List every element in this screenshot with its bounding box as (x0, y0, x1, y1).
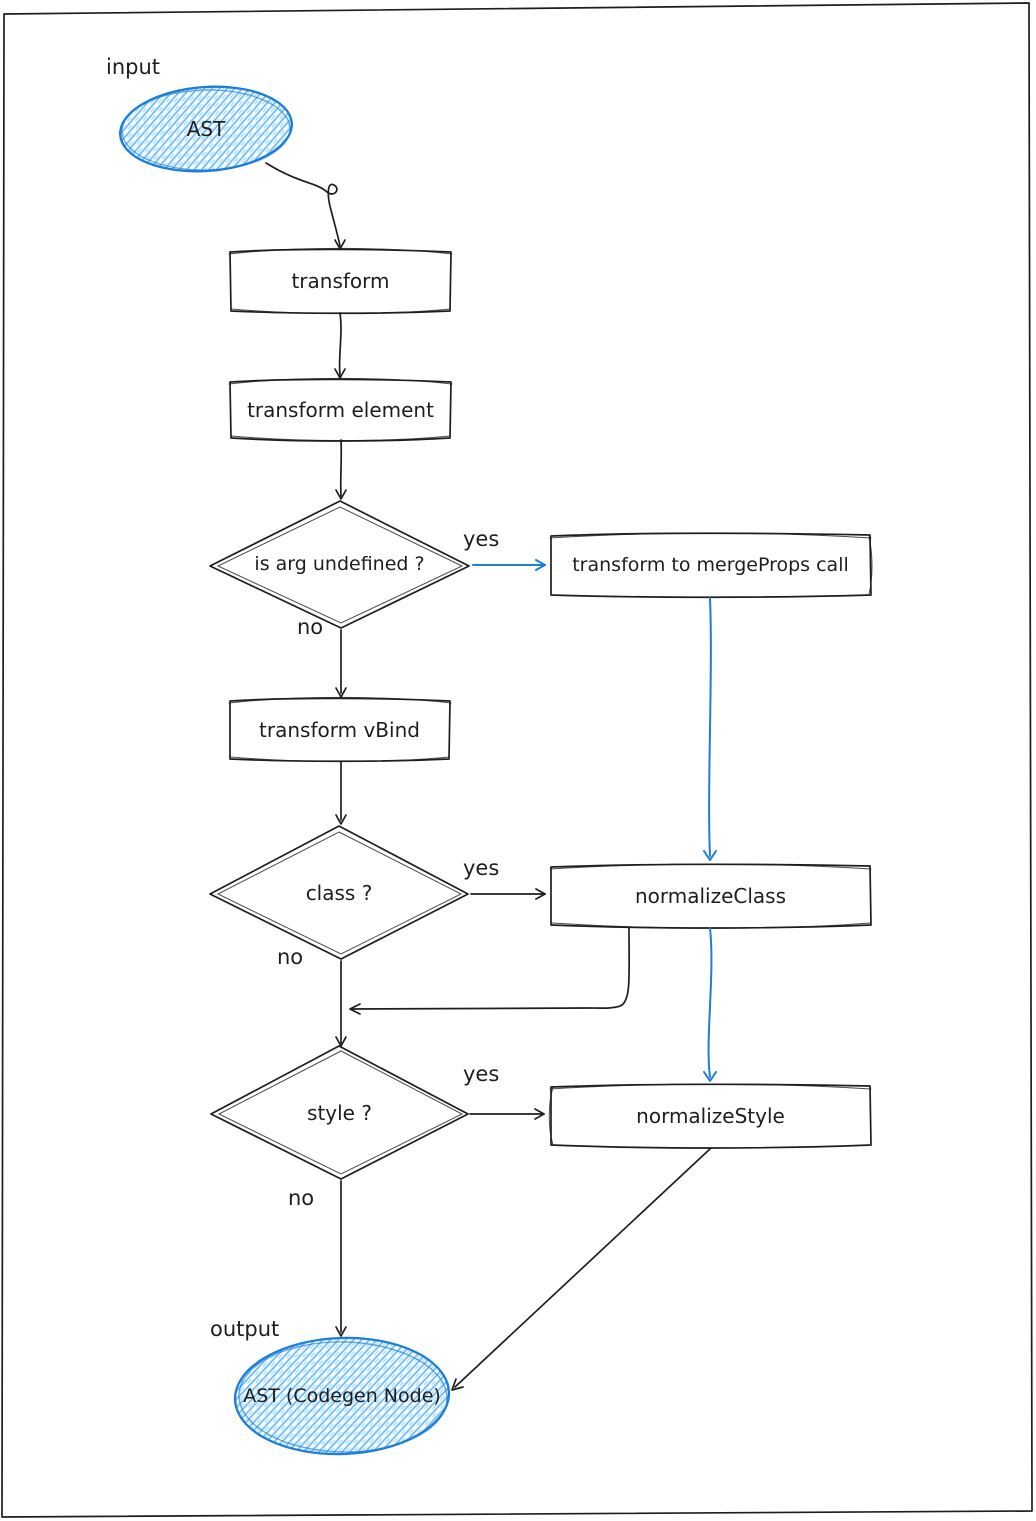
node-class-check-shape (209, 825, 469, 960)
input-label: input (106, 55, 161, 80)
edge-arg-no-label: no (297, 615, 324, 640)
node-ast-input-label: AST (186, 117, 226, 141)
node-normalize-style-label: normalizeStyle (636, 1103, 785, 1128)
node-ast-input-shape (119, 85, 293, 173)
node-transform-shape (228, 247, 453, 315)
node-normalize-style-shape (548, 1083, 872, 1149)
node-merge-props-shape (549, 532, 873, 599)
output-label: output (210, 1317, 280, 1342)
edge-transform-to-element (334, 312, 346, 379)
edge-style-yes-label: yes (463, 1062, 500, 1087)
edge-ast-to-transform (265, 162, 346, 250)
node-class-check-label: class ? (305, 880, 373, 905)
edge-normalizeclass-to-normalizestyle (703, 927, 717, 1082)
node-is-arg-undefined-shape (209, 500, 470, 629)
edge-vbind-to-class-check (335, 761, 347, 825)
node-transform-element-label: transform element (247, 397, 434, 422)
node-transform-vbind-shape (228, 696, 452, 763)
node-transform-label: transform (291, 269, 390, 293)
edge-class-no-label: no (277, 945, 304, 970)
node-style-check-shape (210, 1045, 469, 1180)
node-normalize-class-shape (549, 863, 872, 929)
node-normalize-class-label: normalizeClass (634, 883, 787, 908)
edge-normalizestyle-to-output (451, 1147, 712, 1391)
node-ast-output-shape (233, 1336, 451, 1456)
node-merge-props-label: transform to mergeProps call (572, 553, 849, 576)
edge-arg-yes-to-mergeprops (472, 559, 546, 571)
edge-class-yes-label: yes (463, 856, 500, 881)
edge-style-no-label: no (288, 1186, 315, 1211)
edge-class-yes-to-normalizeclass (470, 888, 546, 900)
node-transform-element-shape (228, 377, 453, 442)
edge-normalizeclass-elbow-to-main (349, 927, 631, 1015)
node-transform-vbind-label: transform vBind (259, 718, 420, 742)
edge-arg-no-to-vbind (335, 629, 347, 698)
node-ast-output-label: AST (Codegen Node) (243, 1384, 441, 1407)
edge-arg-yes-label: yes (463, 527, 500, 552)
edge-style-no-to-output (335, 1180, 347, 1337)
edge-element-to-arg-check (335, 439, 347, 500)
edge-style-yes-to-normalizestyle (469, 1108, 545, 1120)
edge-class-no-to-style-check (335, 960, 347, 1047)
edge-mergeprops-to-normalizeclass (703, 597, 717, 861)
node-is-arg-undefined-label: is arg undefined ? (254, 553, 425, 576)
node-style-check-label: style ? (307, 1100, 372, 1125)
